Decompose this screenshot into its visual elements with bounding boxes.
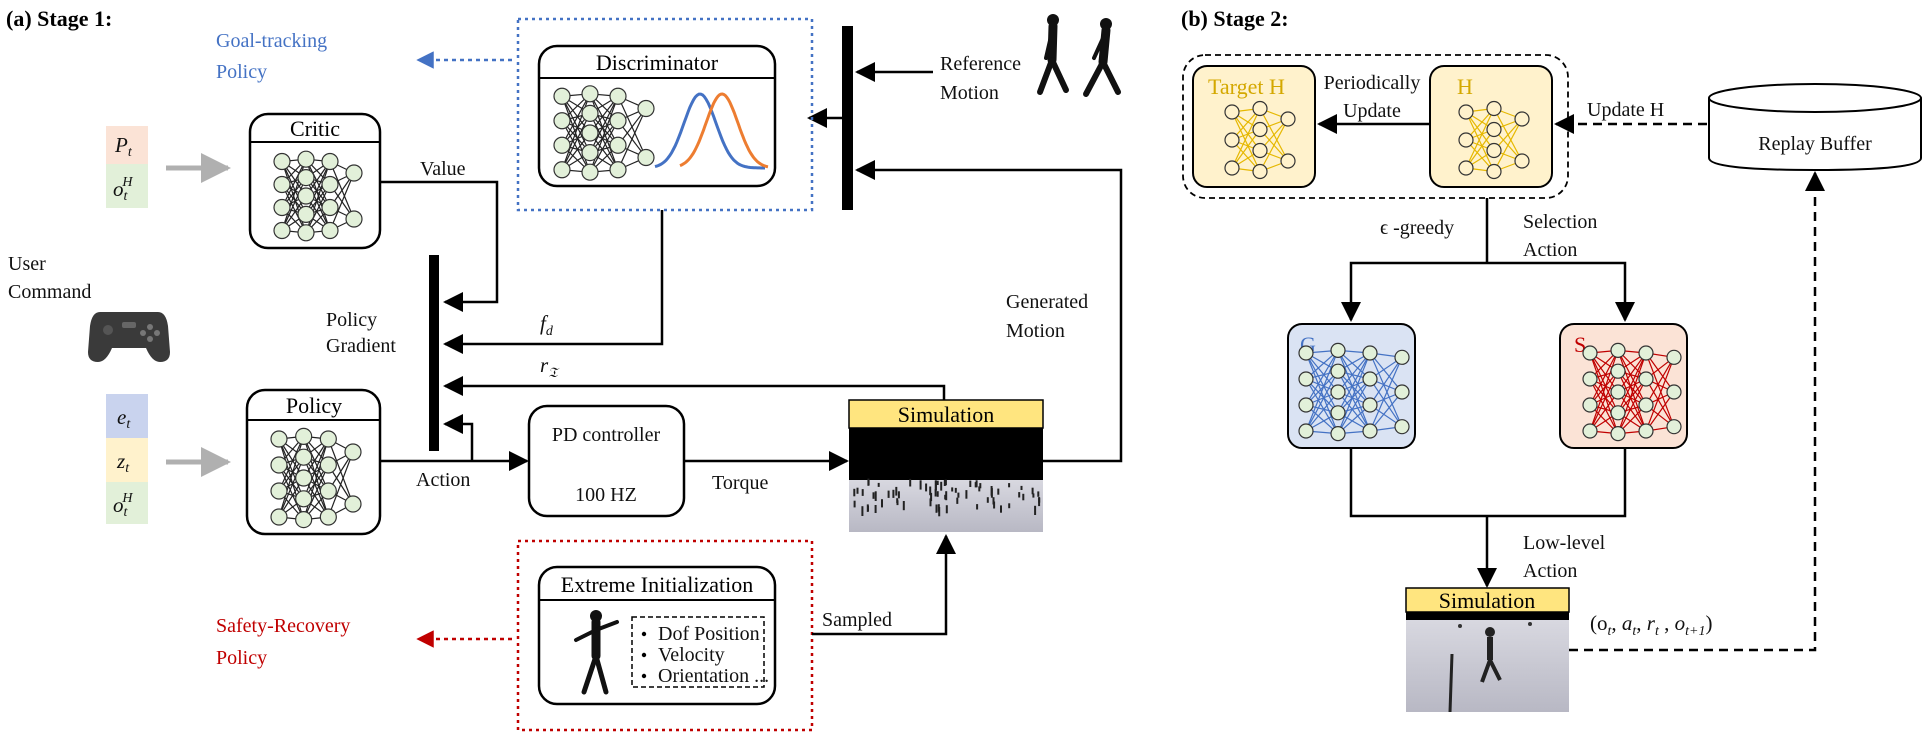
update-h-label: Update H (1587, 99, 1664, 121)
sampled-arrow (812, 534, 956, 636)
periodically-label: Periodically (1324, 72, 1421, 94)
g-network-icon (1298, 342, 1410, 442)
gamepad-icon (88, 312, 170, 362)
init-param-dof: Dof Position (658, 623, 760, 645)
svg-text:otH: otH (113, 175, 133, 204)
transition-arrow (1569, 171, 1825, 652)
generated-motion-label-1: Generated (1006, 291, 1088, 313)
policy-inputs: et zt otH (106, 394, 148, 524)
init-params-box (631, 616, 765, 688)
init-param-velocity: Velocity (658, 644, 725, 666)
stage1-title: (a) Stage 1: (6, 6, 112, 31)
svg-text:otH: otH (113, 491, 133, 520)
action-feedback-arrow (443, 414, 474, 461)
h-network-icon (1458, 100, 1530, 180)
extreme-init-title: Extreme Initialization (561, 572, 753, 597)
svg-text:Pt: Pt (114, 133, 133, 160)
reference-motion-label-2: Motion (940, 82, 999, 104)
selection-label: Selection (1523, 211, 1597, 233)
update-label: Update (1343, 100, 1401, 122)
simulation-panel-stage2: Simulation (1405, 587, 1570, 713)
svg-text:zt: zt (116, 449, 130, 476)
svg-text:et: et (117, 405, 131, 432)
pd-controller-label: PD controller (552, 424, 661, 446)
fd-arrow (443, 210, 664, 354)
policy-gradient-label-1: Policy (326, 309, 377, 331)
transition-tuple-label: (ot, at, rt , ot+1) (1585, 608, 1805, 640)
value-label: Value (420, 158, 466, 180)
policy-gradient-bar (429, 255, 439, 451)
replay-buffer-cylinder (1708, 83, 1922, 172)
stage2-title: (b) Stage 2: (1181, 6, 1289, 31)
goal-tracking-label-2: Policy (216, 61, 267, 83)
simulation-title-stage1: Simulation (898, 402, 995, 427)
critic-title: Critic (290, 116, 340, 141)
selection-action-label: Action (1523, 239, 1577, 261)
robot-figure-icon (574, 610, 619, 695)
safety-recovery-label-2: Policy (216, 647, 267, 669)
select-s-arrow (1487, 261, 1635, 322)
reference-motion-label-1: Reference (940, 53, 1021, 75)
low-level-label: Low-level (1523, 532, 1606, 554)
goal-tracking-label-1: Goal-tracking (216, 30, 327, 52)
extreme-init-frame (516, 539, 814, 732)
low-level-action-label: Action (1523, 560, 1577, 582)
safety-recovery-label-1: Safety-Recovery (216, 615, 350, 637)
policy-title: Policy (286, 393, 342, 418)
target-h-network-icon (1224, 100, 1296, 180)
discriminator-title: Discriminator (596, 50, 719, 75)
policy-network-icon (270, 427, 362, 529)
policy-gradient-label-2: Gradient (326, 335, 396, 357)
critic-network-icon (273, 150, 363, 242)
sampled-label: Sampled (822, 609, 892, 631)
action-label: Action (416, 469, 470, 491)
svg-text:(ot, at, rt , ot+1): (ot, at, rt , ot+1) (1590, 611, 1712, 639)
init-param-orientation: Orientation ... (658, 665, 769, 687)
discriminator-network-icon (553, 85, 655, 181)
discriminator-frame (516, 17, 814, 212)
fd-label: fd (540, 311, 554, 339)
walking-figures-icon (1037, 14, 1121, 97)
replay-buffer-label: Replay Buffer (1758, 133, 1872, 155)
pd-frequency-label: 100 HZ (575, 484, 637, 506)
distribution-curves-icon (654, 92, 769, 170)
reward-label: r𝔗 (540, 353, 560, 381)
g-merge-line (1349, 448, 1487, 518)
user-command-label-1: User (8, 253, 46, 275)
target-h-title: Target H (1208, 74, 1285, 99)
eps-greedy-label: ϵ -greedy (1380, 217, 1454, 239)
s-merge-line (1487, 448, 1627, 518)
critic-inputs: Pt otH (106, 126, 148, 208)
reward-arrow (443, 376, 946, 400)
motion-input-bar (842, 26, 853, 210)
select-g-arrow (1341, 261, 1487, 322)
generated-motion-label-2: Motion (1006, 320, 1065, 342)
h-title: H (1457, 74, 1473, 99)
s-network-icon (1582, 342, 1682, 442)
simulation-panel-stage1: Simulation (848, 399, 1044, 532)
simulation-title-stage2: Simulation (1439, 588, 1536, 613)
user-command-label-2: Command (8, 281, 91, 303)
torque-label: Torque (712, 472, 768, 494)
init-params-list: Dof Position Velocity Orientation ... (641, 623, 769, 687)
value-arrow (380, 180, 499, 312)
generated-motion-arrow (855, 160, 1123, 463)
